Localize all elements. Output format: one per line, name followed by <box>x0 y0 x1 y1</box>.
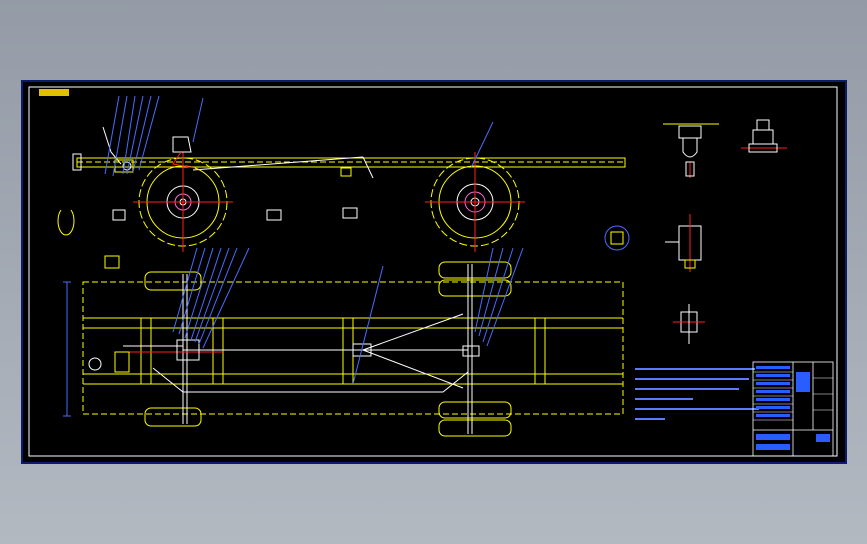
stamp-box <box>39 89 69 96</box>
dimension-left <box>63 281 71 417</box>
side-view <box>57 95 626 269</box>
detail-view-d <box>673 304 705 344</box>
drawing-sheet <box>21 80 847 464</box>
brake-lines <box>123 313 469 393</box>
technical-notes <box>635 368 759 420</box>
plan-view-leaders <box>172 247 524 385</box>
plan-rear-tyres <box>438 261 512 437</box>
detail-views <box>604 119 787 344</box>
pedal-assembly <box>102 126 352 177</box>
drawing-frame <box>28 86 838 457</box>
cad-drawing-canvas <box>28 86 838 457</box>
plan-components <box>88 339 480 373</box>
rear-wheel <box>425 152 525 252</box>
section-view-b <box>741 119 787 153</box>
brake-chamber-icon <box>604 225 630 251</box>
plan-view <box>63 247 624 437</box>
title-block <box>752 361 834 457</box>
plan-front-tyres <box>144 271 202 427</box>
side-view-leaders <box>104 95 494 177</box>
side-detail-symbols <box>57 207 358 269</box>
shackle-icon <box>663 123 719 178</box>
detail-view-c <box>665 214 702 272</box>
